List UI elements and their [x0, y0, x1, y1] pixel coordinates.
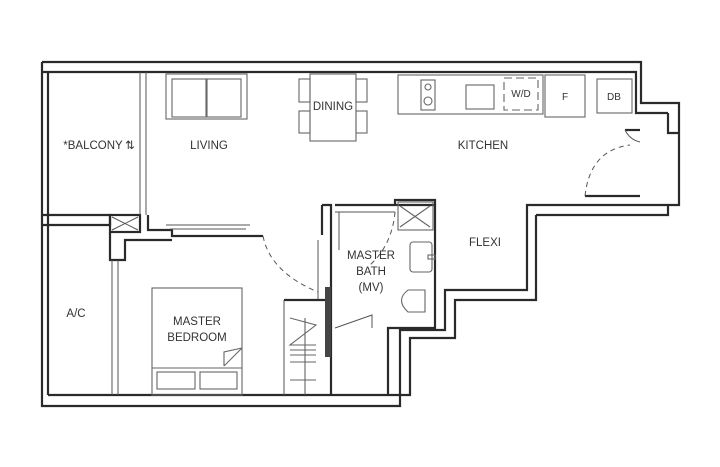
sliding-door — [325, 287, 331, 357]
master-bedroom-label-2: BEDROOM — [167, 332, 226, 344]
master-bath-label-3: (MV) — [359, 282, 384, 294]
balcony-label: *BALCONY — [63, 140, 123, 152]
bath-fixtures — [397, 201, 436, 313]
outer-walls — [40, 60, 681, 408]
bed — [151, 287, 243, 396]
sink-icon — [465, 84, 495, 110]
dining-label: DINING — [313, 101, 353, 113]
ac-label: A/C — [66, 308, 85, 320]
shower-icon — [397, 201, 434, 231]
washer-dryer-label: W/D — [511, 89, 530, 100]
flexi-label: FLEXI — [469, 237, 501, 249]
living-label: LIVING — [190, 140, 228, 152]
interior-walls — [42, 72, 641, 395]
up-down-arrows-icon: ⇅ — [125, 140, 135, 152]
kitchen-label: KITCHEN — [458, 140, 508, 152]
sofa — [165, 73, 248, 120]
master-bath-label-1: MASTER — [347, 250, 395, 262]
dining-table — [298, 73, 368, 142]
basin-icon — [409, 241, 433, 273]
kitchen-counter — [397, 74, 633, 118]
distribution-board-label: DB — [607, 92, 621, 103]
master-bedroom-label-1: MASTER — [173, 316, 221, 328]
wardrobe-hangers — [288, 317, 318, 381]
master-bath-label-2: BATH — [356, 266, 386, 278]
stove-icon — [420, 79, 436, 111]
toilet-icon — [400, 289, 426, 313]
fridge-label: F — [562, 92, 568, 103]
